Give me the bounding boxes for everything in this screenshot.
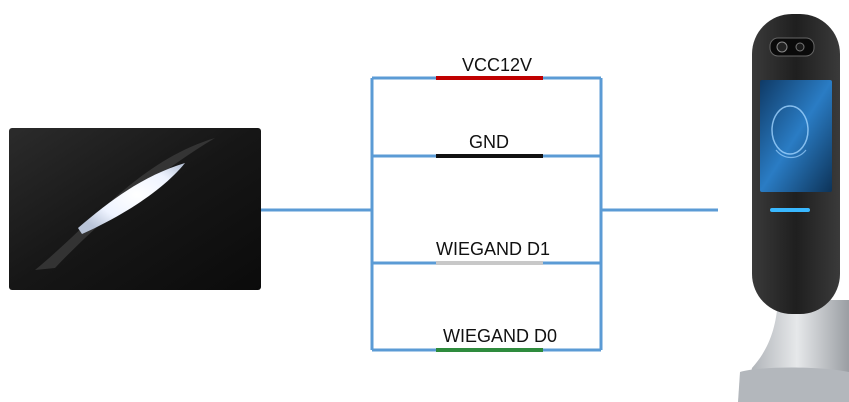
camera-lens-icon	[795, 42, 805, 52]
terminal-base	[738, 367, 849, 402]
status-light	[770, 208, 810, 212]
card-reader-led	[78, 163, 185, 234]
wire-label-vcc: VCC12V	[462, 55, 532, 75]
wire-labels: VCC12V GND WIEGAND D1 WIEGAND D0	[436, 55, 557, 346]
wire-color-segments	[436, 76, 543, 352]
face-scan-icon	[771, 105, 809, 155]
camera-lens-icon	[776, 41, 788, 53]
wire-label-gnd: GND	[469, 132, 509, 152]
connector-lines	[261, 76, 718, 352]
face-scan-arc	[775, 149, 807, 159]
wire-label-d1: WIEGAND D1	[436, 239, 550, 259]
card-reader-swoosh	[35, 138, 215, 270]
face-recognition-terminal-icon	[738, 14, 849, 402]
terminal-screen	[760, 80, 832, 192]
card-reader-icon	[9, 128, 261, 290]
wire-label-d0: WIEGAND D0	[443, 326, 557, 346]
